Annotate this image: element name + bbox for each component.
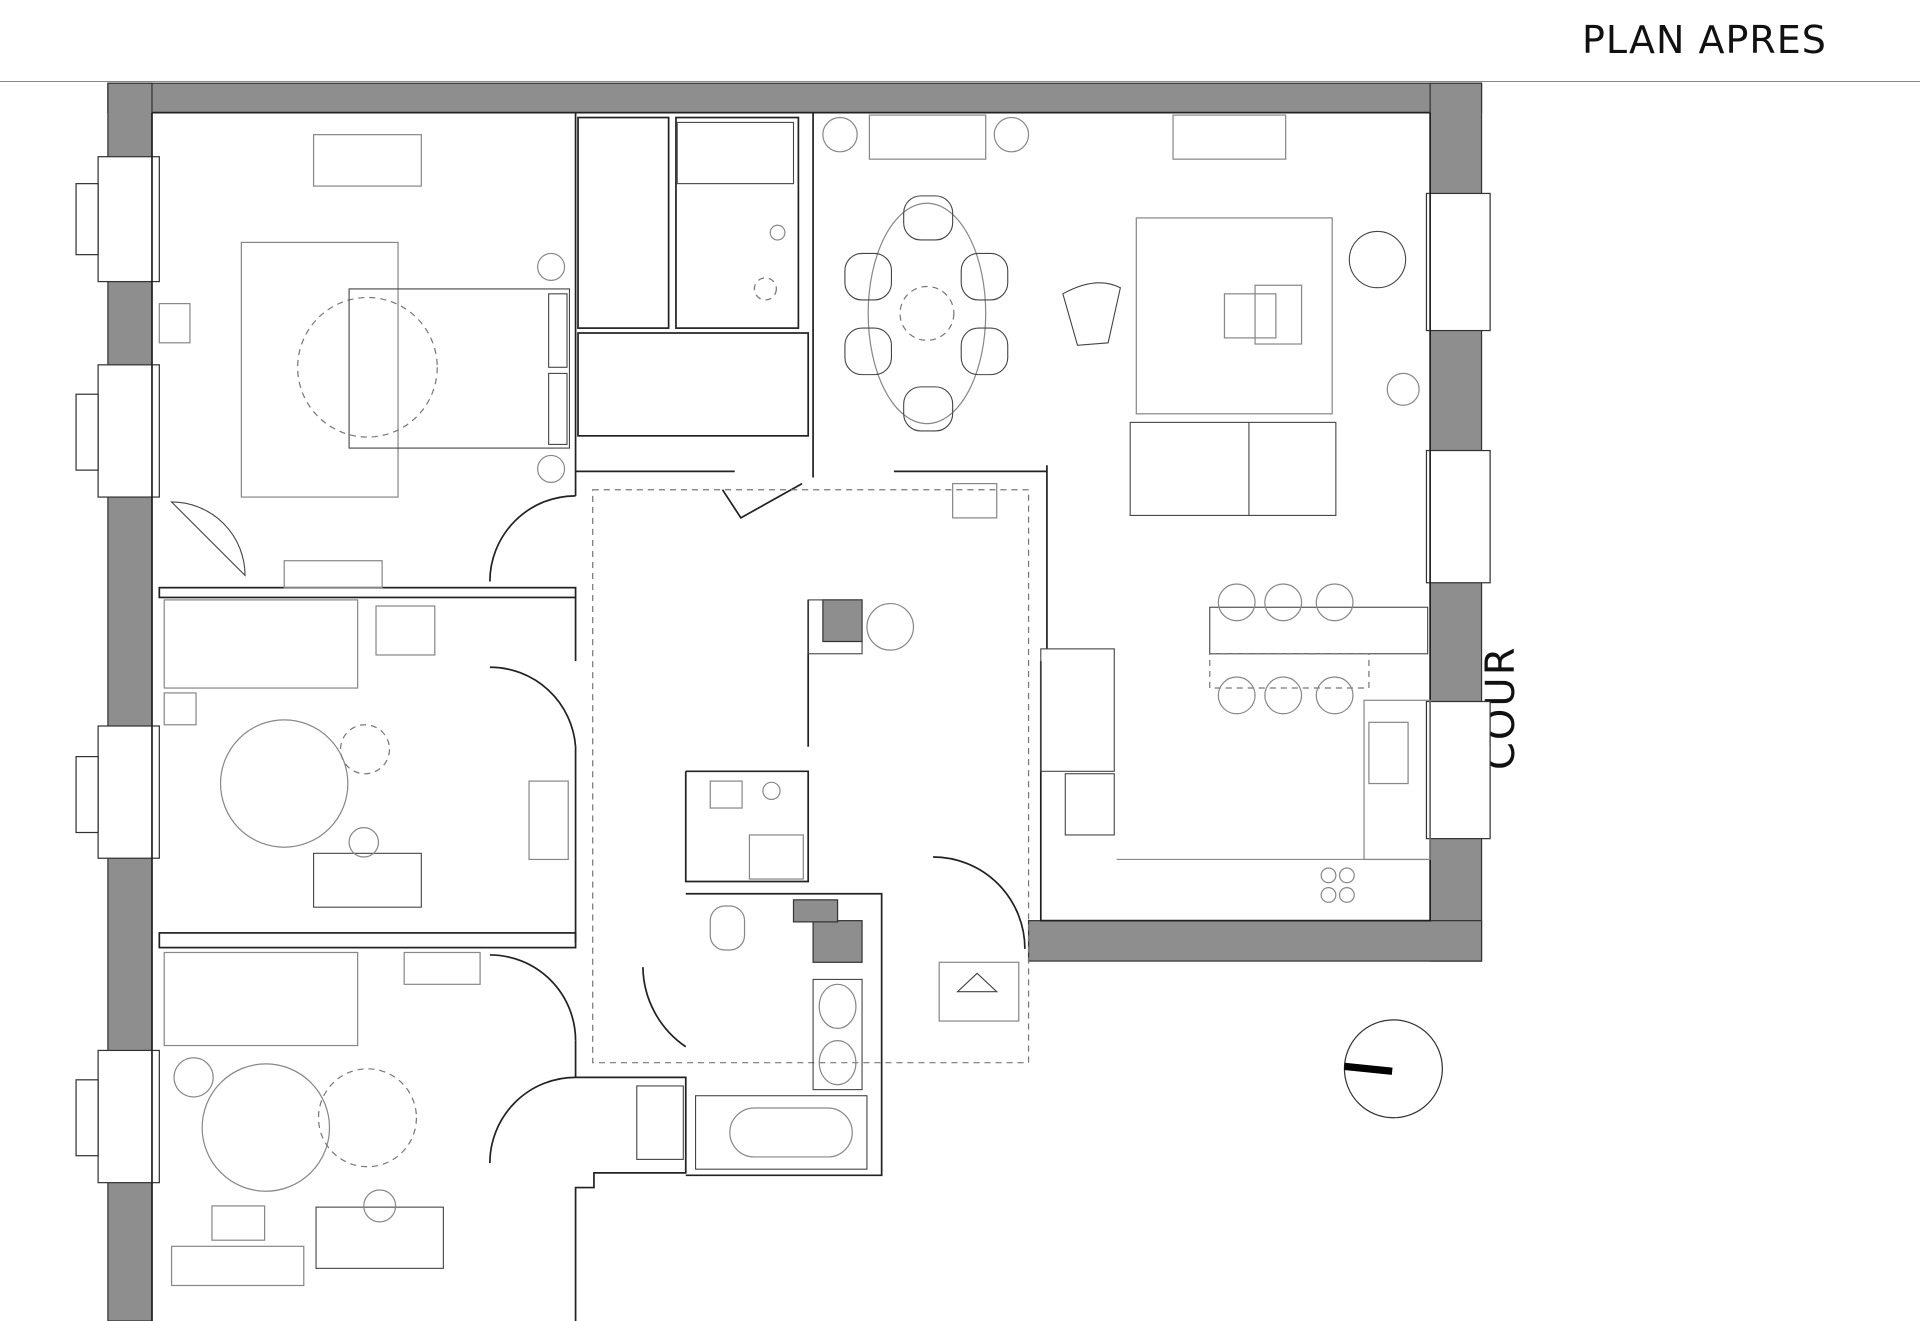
- kitchen: [1040, 583, 1431, 903]
- pouf: [1348, 230, 1407, 289]
- dining-area: [822, 114, 1030, 432]
- desk: [313, 852, 422, 908]
- desk: [283, 560, 383, 589]
- round-rug: [201, 1063, 331, 1192]
- window: [97, 156, 160, 283]
- vanity: [676, 121, 795, 185]
- door-swing: [642, 967, 687, 1048]
- sink: [1368, 721, 1409, 785]
- sideboard: [868, 114, 987, 160]
- dresser: [312, 134, 422, 187]
- sink: [636, 1085, 684, 1160]
- exterior-walls: [107, 82, 1483, 1321]
- window: [97, 725, 160, 859]
- entrance-mat: [938, 961, 1020, 1022]
- door-swing: [489, 1076, 576, 1164]
- desk: [315, 1206, 444, 1269]
- north-wall: [107, 82, 1483, 114]
- armchair: [1062, 282, 1122, 346]
- bed: [163, 599, 359, 689]
- toilet: [709, 905, 746, 951]
- bedroom-1-furniture: [158, 134, 571, 589]
- chair: [903, 386, 954, 432]
- hallway: [592, 482, 1030, 1064]
- interior-walls: [151, 111, 1431, 1321]
- counter: [1363, 699, 1431, 861]
- window-sill: [75, 1079, 99, 1157]
- north-arrow-compass: [1343, 1019, 1443, 1119]
- bathtub: [695, 1095, 868, 1170]
- chair: [903, 195, 954, 241]
- east-windows: [1425, 192, 1491, 840]
- plan-title: PLAN APRES: [1582, 18, 1827, 62]
- coffee-table: [1223, 293, 1277, 339]
- chair: [960, 327, 1009, 376]
- cooktop: [1320, 867, 1355, 903]
- living-area: [1062, 114, 1420, 516]
- window: [1425, 192, 1491, 332]
- title-divider: [0, 81, 1920, 82]
- rug: [240, 241, 399, 498]
- window: [97, 1049, 160, 1184]
- round-rug: [219, 719, 349, 848]
- technical-shafts: [792, 599, 863, 963]
- round-rug: [297, 296, 438, 438]
- bedroom-3-furniture: [163, 951, 481, 1287]
- doors: [489, 482, 1026, 1164]
- chair: [960, 252, 1009, 301]
- bed: [348, 288, 571, 449]
- tv-unit: [1172, 114, 1287, 160]
- chair: [844, 327, 892, 376]
- armchair: [170, 501, 246, 577]
- toilet: [709, 780, 743, 809]
- shower: [748, 834, 804, 880]
- south-wall-living: [1027, 920, 1483, 962]
- dining-table: [867, 202, 987, 425]
- window: [1425, 700, 1491, 840]
- bedroom-2-furniture: [163, 599, 569, 908]
- door-swing: [489, 666, 577, 747]
- window: [97, 364, 160, 498]
- door-swing: [933, 856, 1026, 949]
- window-sill: [75, 393, 99, 471]
- window-sill: [75, 183, 99, 256]
- chair: [844, 252, 892, 301]
- kitchen-island: [1209, 606, 1429, 655]
- entrance-arrow: [956, 972, 999, 993]
- bathroom-fixtures: [636, 121, 868, 1170]
- door-swing: [489, 494, 576, 582]
- window-sill: [75, 755, 99, 834]
- bed: [163, 951, 359, 1047]
- sofa: [1129, 421, 1337, 516]
- rug: [1135, 217, 1333, 415]
- west-windows: [75, 156, 160, 1184]
- window: [1425, 449, 1491, 584]
- door-swing: [489, 954, 577, 1041]
